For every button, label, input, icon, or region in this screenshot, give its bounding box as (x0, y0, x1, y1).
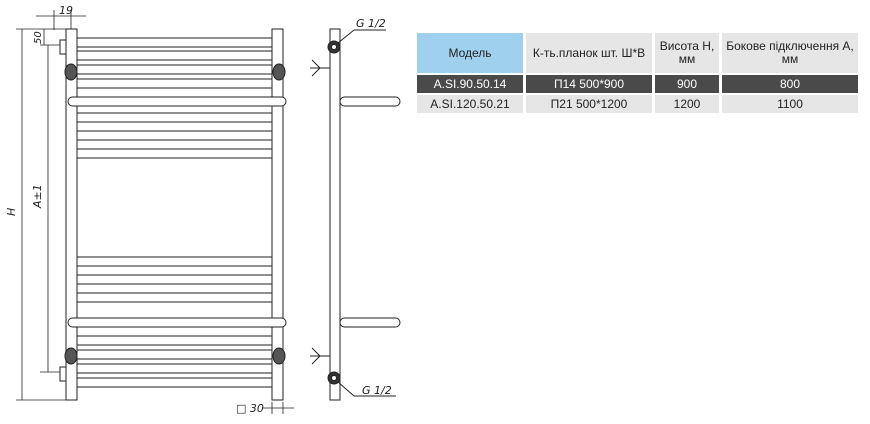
cell-model: A.SI.120.50.21 (417, 95, 523, 113)
cell-rungs: П21 500*1200 (526, 95, 652, 113)
header-model: Модель (417, 33, 523, 73)
dim-50-label: 50 (33, 31, 44, 44)
table-row: A.SI.120.50.21 П21 500*1200 1200 1100 (417, 95, 858, 113)
side-view (310, 28, 401, 401)
cell-height: 1200 (655, 95, 719, 113)
header-height: Висота Н, мм (655, 33, 719, 73)
header-rungs: К-ть.планок шт. Ш*В (526, 33, 652, 73)
thread-top-label: G 1/2 (356, 17, 386, 30)
thread-bottom-label: G 1/2 (362, 384, 392, 397)
dim-h-label: H (5, 208, 18, 216)
cell-model: A.SI.90.50.14 (417, 75, 523, 93)
cell-rungs: П14 500*900 (526, 75, 652, 93)
dimension-height (16, 28, 66, 401)
front-view (59, 28, 287, 401)
table-row: A.SI.90.50.14 П14 500*900 900 800 (417, 75, 858, 93)
dimension-top-width (36, 10, 86, 30)
dim-19-label: 19 (59, 4, 73, 17)
cell-height: 900 (655, 75, 719, 93)
dim-square-label: □ 30 (236, 402, 264, 415)
spec-table: Модель К-ть.планок шт. Ш*В Висота Н, мм … (414, 31, 861, 115)
cell-side-connection: 1100 (722, 95, 858, 113)
dimension-square (262, 402, 294, 414)
spec-table-header: Модель К-ть.планок шт. Ш*В Висота Н, мм … (417, 33, 858, 73)
header-side-connection: Бокове підключення А, мм (722, 33, 858, 73)
cell-side-connection: 800 (722, 75, 858, 93)
dim-a-label: A±1 (31, 184, 44, 209)
